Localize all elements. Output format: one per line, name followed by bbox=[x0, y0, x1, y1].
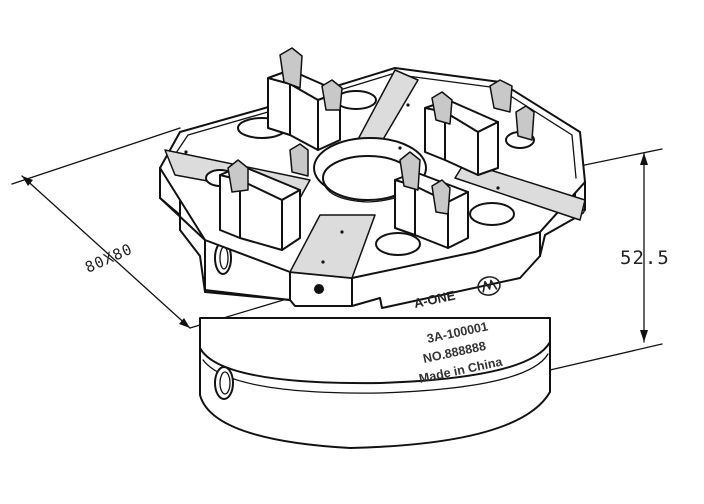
jaw-left bbox=[219, 143, 309, 251]
mounting-hole bbox=[469, 202, 515, 226]
t-slot bbox=[289, 214, 376, 279]
extension-line bbox=[549, 343, 663, 371]
height-dimension-label: 52.5 bbox=[620, 247, 670, 269]
arrow-head-icon bbox=[22, 176, 33, 186]
arrow-head-icon bbox=[179, 318, 190, 328]
extension-line bbox=[11, 127, 181, 185]
mounting-hole bbox=[375, 232, 421, 256]
lower-body bbox=[199, 317, 551, 449]
extension-line bbox=[574, 148, 663, 168]
height-dimension: 52.5 bbox=[549, 148, 670, 371]
arrow-head-icon bbox=[640, 153, 648, 165]
arrow-head-icon bbox=[640, 330, 648, 342]
index-mark bbox=[314, 284, 324, 294]
width-dimension-line bbox=[21, 175, 191, 329]
jaw-right bbox=[424, 79, 535, 176]
jaw-top bbox=[267, 47, 343, 151]
a-one-logo-icon bbox=[477, 276, 501, 296]
jaw-bottom bbox=[394, 151, 469, 249]
